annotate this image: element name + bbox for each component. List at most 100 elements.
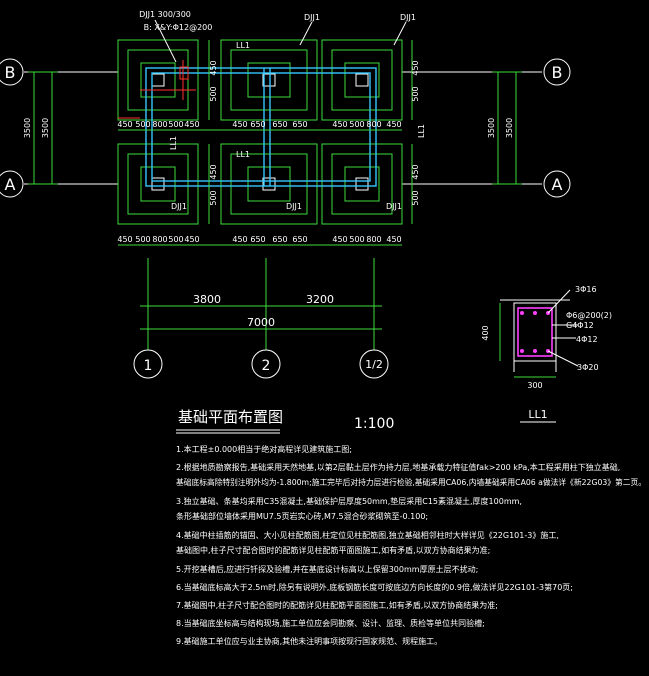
hdim2-650-c: 650 [292,235,307,244]
note-3-cont: 条形基础部位墙体采用MU7.5页岩实心砖,M7.5混合砂浆砌筑至-0.100; [176,511,428,521]
vdim-500-1: 500 [209,86,218,101]
section-stirrup-2: G4Φ12 [566,321,594,330]
hdim2-450-b: 450 [184,235,199,244]
dim-text-3500-right-b: 3500 [505,118,514,138]
note-1: 1.本工程±0.000相当于绝对高程详见建筑施工图; [176,444,352,454]
vertical-dims [208,40,413,224]
dim-7000: 7000 [247,316,275,329]
footing-leader [154,19,177,63]
hdim1-800-b: 800 [366,120,381,129]
dim-text-3500-left-a: 3500 [23,118,32,138]
dimension-3500-left [28,71,58,185]
section-label: LL1 [528,408,547,421]
beam-label-mid: LL1 [236,150,250,159]
vdim-450-2: 450 [209,164,218,179]
grid-bubble-b-left: B [5,63,16,82]
vdim-450-4: 450 [411,164,420,179]
grid-bubbles-bottom [133,349,389,379]
red-dimension-marks [118,60,196,119]
hdim1-450-a: 450 [117,120,132,129]
dim-3200: 3200 [306,293,334,306]
vdim-450-3: 450 [411,60,420,75]
hdim1-450-c: 450 [232,120,247,129]
footing-leader-b3 [393,21,407,46]
note-4-cont: 基础图中,柱子尺寸配合图时的配筋详见柱配筋平面图施工,如有矛盾,以双方协商结果为… [176,545,490,555]
overall-dimension [140,258,382,350]
grid-bubble-b-right: B [552,63,563,82]
grid-bubble-a-right: A [552,175,563,194]
footing-label-a1: DJJ1 [171,202,187,211]
hdim2-450-a: 450 [117,235,132,244]
hdim2-500-b: 500 [168,235,183,244]
hdim1-500-a: 500 [135,120,150,129]
beam-label-right: LL1 [417,124,426,138]
section-height: 400 [481,325,490,340]
note-2: 2.根据地质勘察报告,基础采用天然地基,以第2层黏土层作为持力层,地基承载力特征… [176,462,620,472]
footing-label-a3: DJJ1 [386,202,402,211]
grid-bubble-2: 2 [262,358,271,374]
tie-beams [145,67,377,187]
note-8: 8.当基础底坐标高与结构现场,施工单位应会同勘察、设计、监理、质检等单位共同验槽… [176,618,485,628]
footing-b1 [117,39,199,121]
hdim1-450-b: 450 [184,120,199,129]
section-bar-side: 4Φ12 [576,335,598,344]
hdim1-500-b: 500 [168,120,183,129]
grid-bubble-a-left: A [5,175,16,194]
footing-label-b2: DJJ1 [304,13,320,22]
footing-b3 [321,39,403,121]
hdim1-650-a: 650 [250,120,265,129]
note-4: 4.基础中柱插筋的锚固、大小见柱配筋图,柱定位见柱配筋图,独立基础相邻柱时大样详… [176,530,559,540]
dim-3800: 3800 [193,293,221,306]
section-stirrup-1: Φ6@200(2) [566,311,612,320]
drawing-title: 基础平面布置图 [178,408,283,426]
footing-note-2: B: X&Y:Φ12@200 [144,23,213,32]
drawing-scale: 1:100 [354,416,394,432]
footing-b2 [220,39,318,121]
section-bar-bottom: 3Φ20 [577,363,599,372]
note-2-cont: 基础底标高除特别注明外均为-1.800m;施工完毕后对持力层进行检验,基础采用C… [176,477,646,487]
grid-axis-a [0,170,571,198]
vdim-500-2: 500 [209,190,218,205]
hdim2-450-c: 450 [232,235,247,244]
beam-label-top: LL1 [236,41,250,50]
hdim2-800-b: 800 [366,235,381,244]
hdim2-800-a: 800 [152,235,167,244]
footing-note-1: DJJ1 300/300 [139,10,191,19]
footing-label-b3: DJJ1 [400,13,416,22]
vdim-450-1: 450 [209,60,218,75]
hdim2-450-e: 450 [386,235,401,244]
footing-leader-b2 [299,21,313,46]
dim-text-3500-right-a: 3500 [487,118,496,138]
hdim1-800-a: 800 [152,120,167,129]
hdim2-500-a: 500 [135,235,150,244]
dim-text-3500-left-b: 3500 [41,118,50,138]
section-bar-top: 3Φ16 [575,285,597,294]
vdim-500-3: 500 [411,86,420,101]
beam-label-left: LL1 [169,136,178,150]
hdim2-650-a: 650 [250,235,265,244]
note-7: 7.基础图中,柱子尺寸配合图时的配筋详见柱配筋平面图施工,如有矛盾,以双方协商结… [176,600,498,610]
vdim-500-4: 500 [411,190,420,205]
hdim1-650-b: 650 [272,120,287,129]
hdim2-650-b: 650 [272,235,287,244]
note-9: 9.基础施工单位应与业主协商,其他未注明事项按现行国家规范、规程施工。 [176,636,442,646]
section-ll1-outline [499,289,579,378]
note-5: 5.开挖基槽后,应进行钎探及验槽,并在基底设计标高以上保留300mm厚原土层不扰… [176,564,478,574]
note-3: 3.独立基础、条基均采用C35混凝土,基础保护层厚度50mm,垫层采用C15素混… [176,496,522,506]
section-width: 300 [527,381,542,390]
grid-bubble-1: 1 [144,358,153,374]
dimension-3500-right [492,71,522,185]
hdim2-450-d: 450 [332,235,347,244]
note-6: 6.当基础底标高大于2.5m时,除另有说明外,底板钢筋长度可按底边方向长度的0.… [176,582,573,592]
hdim1-450-d: 450 [332,120,347,129]
hdim1-500-c: 500 [349,120,364,129]
footing-label-a2: DJJ1 [286,202,302,211]
hdim1-650-c: 650 [292,120,307,129]
footing-a3 [321,143,403,225]
footing-a1 [117,143,199,225]
grid-bubble-1-2: 1/2 [365,358,383,371]
footing-a2 [220,143,318,225]
hdim2-500-c: 500 [349,235,364,244]
hdim1-450-e: 450 [386,120,401,129]
